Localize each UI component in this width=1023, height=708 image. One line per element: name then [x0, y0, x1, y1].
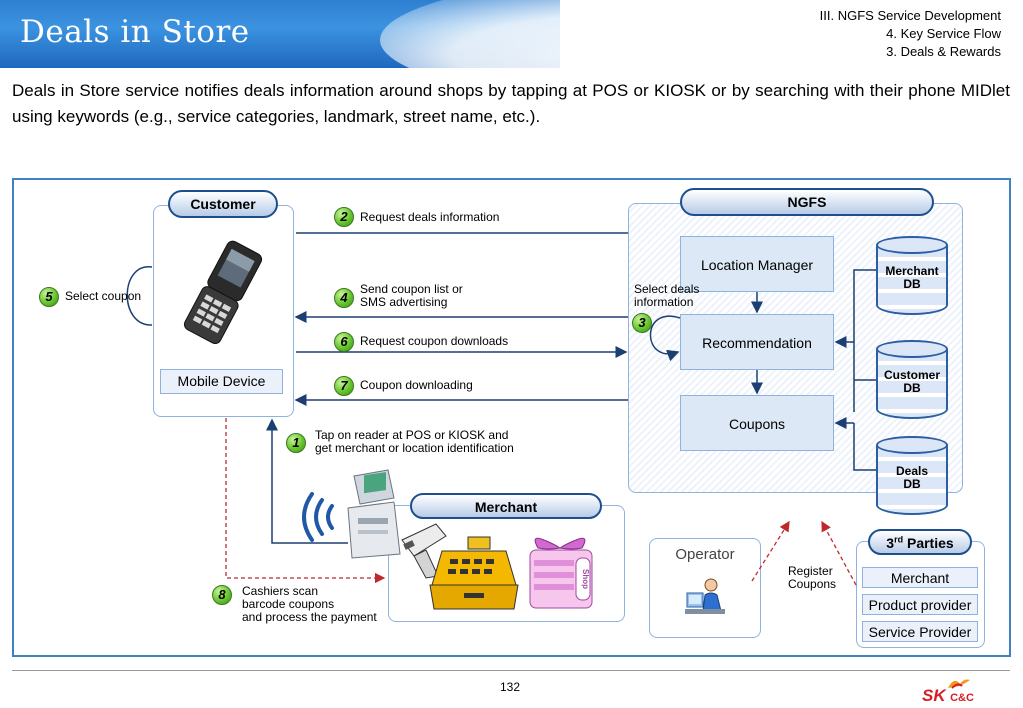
sk-cc-logo: SK C&C	[922, 686, 974, 705]
mobile-device-box: Mobile Device	[160, 369, 283, 394]
merchant-title: Merchant	[410, 493, 602, 519]
location-manager-box: Location Manager	[680, 236, 834, 292]
breadcrumb-section: III. NGFS Service Development	[819, 8, 1001, 23]
cash-register-icon	[429, 536, 519, 610]
step-4-badge: 4	[334, 288, 354, 308]
mobile-phone-icon	[183, 240, 263, 345]
breadcrumb-subsection: 4. Key Service Flow	[886, 26, 1001, 41]
step-7-label: Coupon downloading	[360, 378, 473, 392]
shop-sign-text: Shop	[581, 569, 590, 589]
arrow-tap-reader	[266, 418, 348, 544]
recommendation-box: Recommendation	[680, 314, 834, 370]
page-number: 132	[499, 680, 521, 694]
db-connector-upper	[853, 269, 876, 412]
third-party-product-provider: Product provider	[862, 594, 978, 615]
barcode-scanner-icon	[401, 523, 447, 579]
step-6-badge: 6	[334, 332, 354, 352]
step-5-badge: 5	[39, 287, 59, 307]
customer-title: Customer	[168, 190, 278, 218]
loop-select-deals	[649, 315, 681, 362]
third-party-service-provider: Service Provider	[862, 621, 978, 642]
dashed-register-operator	[751, 520, 790, 582]
coupons-box: Coupons	[680, 395, 834, 451]
third-party-merchant: Merchant	[862, 567, 978, 588]
operator-person-icon	[685, 578, 725, 614]
butterfly-logo-icon	[948, 679, 970, 689]
diagram-frame	[12, 178, 1011, 657]
footer-divider	[12, 670, 1010, 671]
kiosk-icon	[347, 469, 401, 559]
step-7-badge: 7	[334, 376, 354, 396]
page-title: Deals in Store	[20, 14, 250, 50]
step-3-badge: 3	[632, 313, 652, 333]
step-8-badge: 8	[212, 585, 232, 605]
shop-gift-icon: Shop	[529, 537, 593, 609]
nfc-signal-icon	[302, 492, 334, 542]
step-1-badge: 1	[286, 433, 306, 453]
intro-paragraph: Deals in Store service notifies deals in…	[12, 81, 1010, 126]
step-6-label: Request coupon downloads	[360, 334, 509, 348]
breadcrumb-topic: 3. Deals & Rewards	[886, 44, 1001, 59]
operator-title: Operator	[675, 546, 735, 563]
operator-panel	[649, 538, 761, 638]
ngfs-title: NGFS	[680, 188, 934, 216]
third-parties-title: 3rd Parties	[868, 529, 972, 555]
step-5-label: Select coupon	[65, 289, 142, 303]
header-banner	[0, 0, 1023, 68]
step-2-badge: 2	[334, 207, 354, 227]
step-2-label: Request deals information	[360, 210, 500, 224]
dashed-register-third-parties	[821, 520, 857, 586]
loop-select-coupon	[126, 266, 153, 326]
